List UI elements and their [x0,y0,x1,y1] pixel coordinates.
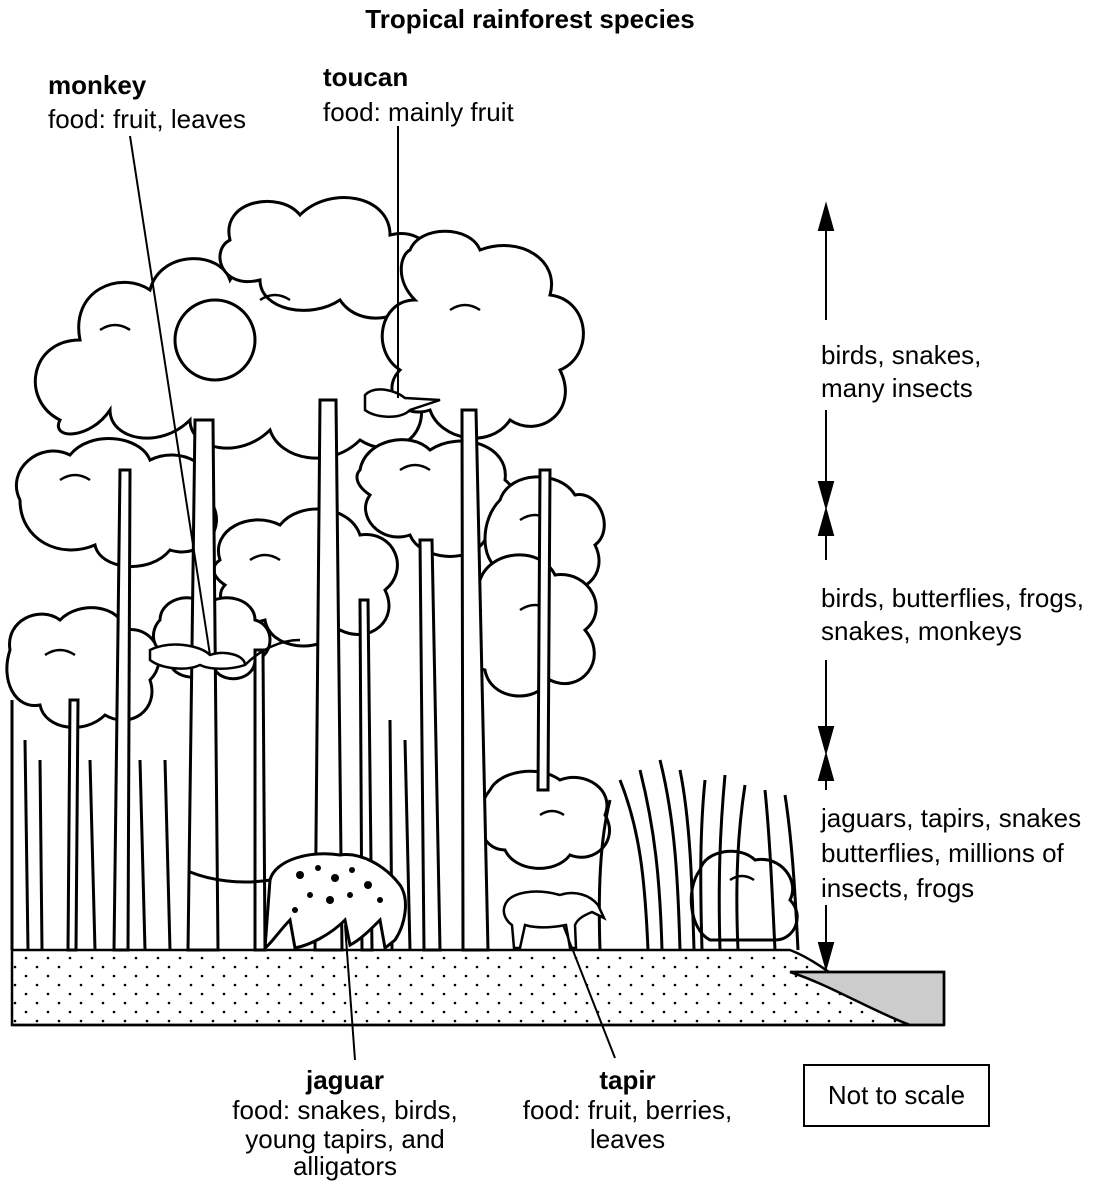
jaguar-food-line-1: food: snakes, birds, [210,1095,480,1126]
not-to-scale-box: Not to scale [803,1064,990,1127]
jaguar-food-line-3: alligators [210,1151,480,1182]
bottom-layer-line-1: jaguars, tapirs, snakes [821,803,1081,834]
monkey-food: food: fruit, leaves [48,104,246,135]
top-layer-line-1: birds, snakes, [821,340,981,371]
jaguar-name: jaguar [210,1065,480,1096]
top-layer-line-2: many insects [821,373,973,404]
tapir-food-line-1: food: fruit, berries, [505,1095,750,1126]
toucan-food: food: mainly fruit [323,97,514,128]
bottom-layer-line-2: butterflies, millions of [821,838,1064,869]
bottom-layer-line-3: insects, frogs [821,873,974,904]
toucan-name: toucan [323,62,408,93]
tapir-food-line-2: leaves [505,1124,750,1155]
tapir-figure [504,892,604,948]
diagram-title: Tropical rainforest species [0,4,1060,35]
ground [12,950,944,1025]
monkey-name: monkey [48,70,146,101]
not-to-scale-label: Not to scale [828,1080,965,1111]
middle-layer-line-2: snakes, monkeys [821,616,1022,647]
tapir-name: tapir [505,1065,750,1096]
middle-layer-line-1: birds, butterflies, frogs, [821,583,1084,614]
